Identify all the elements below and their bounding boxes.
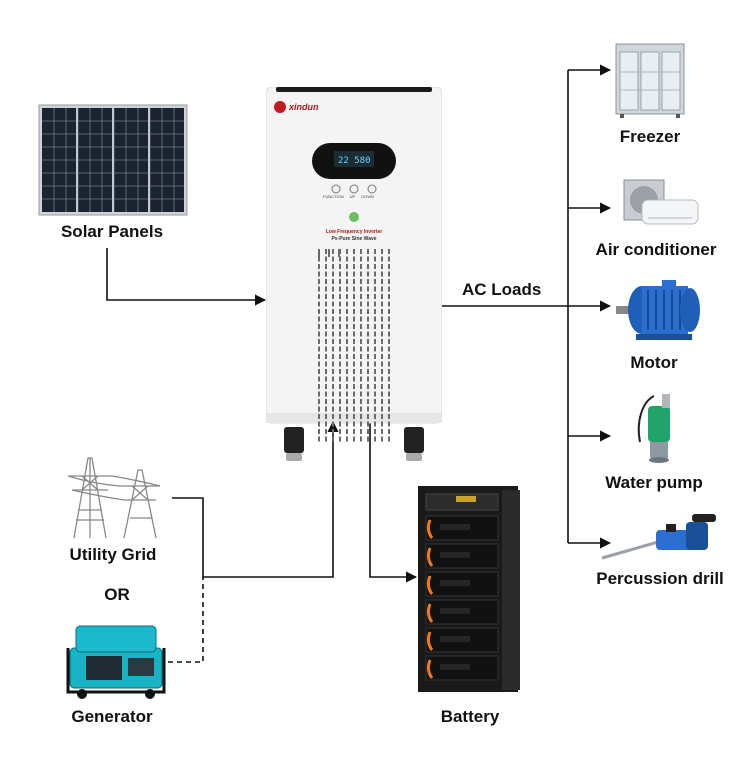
percussion-drill-icon	[601, 514, 716, 560]
load-label-motor: Motor	[630, 353, 678, 372]
load-label-freezer: Freezer	[619, 127, 681, 146]
ac-loads-label: AC Loads	[462, 280, 542, 299]
up-button-label: UP	[349, 194, 356, 199]
solar-panel-icon	[38, 104, 188, 216]
transmission-tower-icon	[67, 457, 161, 539]
air-conditioner-icon	[623, 179, 699, 225]
solar-to-inverter-line	[106, 248, 267, 306]
or-label: OR	[104, 585, 130, 604]
load-label-water-pump: Water pump	[605, 473, 703, 492]
svg-text:22 580: 22 580	[338, 156, 371, 166]
battery-cabinet-icon	[418, 486, 520, 692]
load-label-percussion-drill: Percussion drill	[596, 569, 724, 588]
load-label-air-conditioner: Air conditioner	[595, 240, 717, 259]
freezer-icon	[615, 43, 685, 118]
solar-panels-label: Solar Panels	[60, 222, 164, 241]
generator-label: Generator	[71, 707, 153, 726]
generator-icon	[66, 625, 166, 699]
water-pump-icon	[637, 394, 670, 463]
product-line-2: Pv-Pure Sine Wave	[331, 236, 377, 242]
utility-grid-label: Utility Grid	[69, 545, 157, 564]
motor-icon	[616, 280, 700, 340]
function-button-label: FUNCTION	[323, 194, 344, 199]
battery-label: Battery	[440, 707, 500, 726]
inverter-unit: 22 580 xindun FUNCTION UP DOWN Low Frequ…	[266, 87, 442, 461]
inverter-battery-line	[364, 411, 418, 583]
product-line-1: Low Frequency Inverter	[325, 229, 383, 235]
brand-name: xindun	[289, 102, 319, 112]
generator-dashed-line	[168, 577, 204, 663]
down-button-label: DOWN	[361, 194, 374, 199]
brand-logo-icon	[274, 101, 286, 113]
